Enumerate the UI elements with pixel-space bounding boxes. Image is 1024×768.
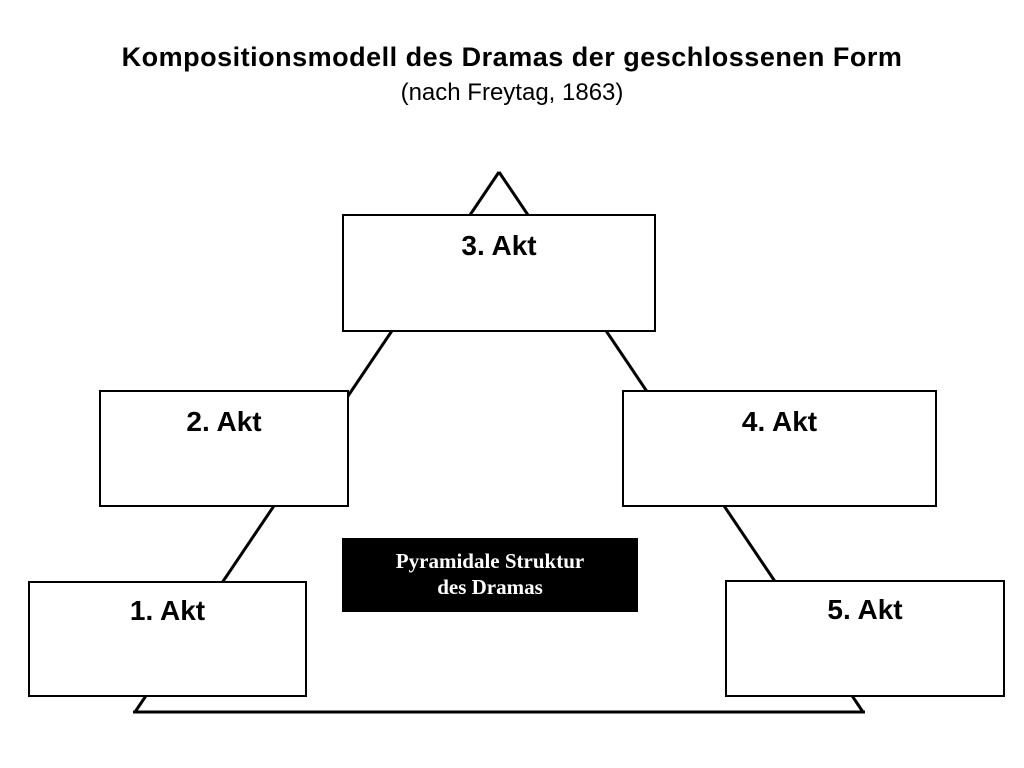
act-box-3: 3. Akt	[342, 214, 656, 332]
act-label-1: 1. Akt	[129, 595, 206, 626]
diagram-subtitle: (nach Freytag, 1863)	[400, 79, 624, 106]
center-label-line-2: des Dramas	[437, 575, 543, 599]
act-label-3: 3. Akt	[461, 230, 537, 261]
act-box-5: 5. Akt	[725, 580, 1005, 697]
act-label-5: 5. Akt	[827, 594, 903, 625]
act-box-1: 1. Akt	[28, 581, 307, 697]
act-box-2: 2. Akt	[99, 390, 349, 507]
pyramid-structure-label: Pyramidale Struktur des Dramas	[342, 538, 638, 612]
act-label-2: 2. Akt	[186, 406, 262, 437]
act-box-4: 4. Akt	[622, 390, 937, 507]
act-label-4: 4. Akt	[741, 406, 818, 437]
diagram-title: Kompositionsmodell des Dramas der geschl…	[121, 42, 903, 72]
center-label-line-1: Pyramidale Struktur	[395, 549, 585, 573]
